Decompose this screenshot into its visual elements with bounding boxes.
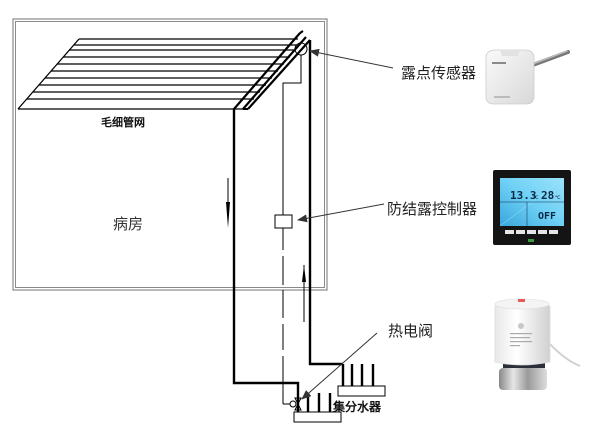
controller-image: 13.3 ℃ 28 ℃ OFF (493, 170, 571, 245)
dew-point-sensor-image (485, 49, 570, 105)
controller-symbol[interactable] (274, 214, 293, 229)
controller-setpoint-readout: 28 (541, 189, 554, 202)
controller-button (549, 230, 558, 234)
controller-button (505, 230, 514, 234)
return-pipe (308, 40, 343, 366)
signal-line (282, 55, 302, 405)
leader-thermal-valve (301, 332, 378, 400)
supply-pipe (232, 109, 300, 398)
upper-manifold (337, 364, 386, 397)
room-boundary (12, 18, 328, 291)
controller-buttons (505, 230, 558, 234)
flow-arrow-down (226, 178, 230, 228)
thermal-valve-image (494, 298, 581, 390)
controller-button (538, 230, 547, 234)
controller-temp-readout: 13.3 (510, 189, 537, 202)
lower-manifold (293, 393, 342, 423)
thermal-valve-symbol[interactable] (289, 397, 302, 411)
manifold-label: 集分水器 (332, 399, 382, 414)
controller-button (516, 230, 525, 234)
dew-point-sensor-label: 露点传感器 (401, 64, 476, 82)
capillary-network-label: 毛细管网 (101, 115, 145, 129)
room-label: 病房 (113, 215, 143, 233)
controller-temp-unit: ℃ (533, 195, 539, 201)
flow-arrow-up (302, 265, 306, 322)
header-pipes (233, 30, 311, 110)
controller-status-readout: OFF (538, 211, 556, 222)
capillary-mat (17, 38, 298, 110)
controller-setpoint-unit: ℃ (555, 195, 561, 201)
thermal-valve-label: 热电阀 (388, 322, 433, 340)
leader-dew-point-sensor (309, 48, 394, 69)
controller-label: 防结露控制器 (387, 200, 477, 218)
leader-controller (297, 203, 385, 223)
controller-button (527, 230, 536, 234)
